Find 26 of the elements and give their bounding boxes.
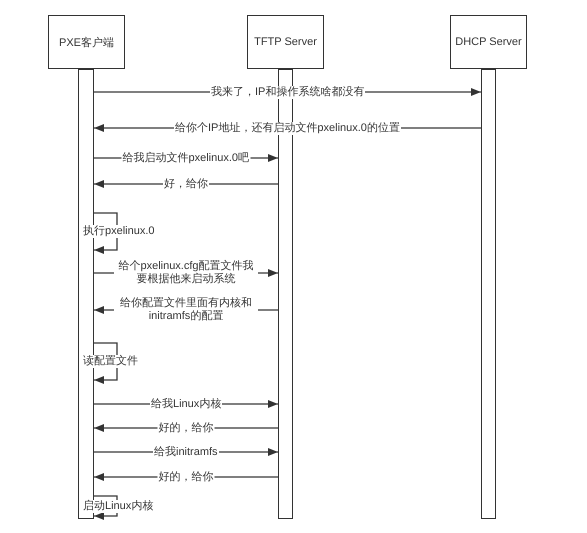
message-arrow bbox=[93, 473, 279, 481]
message-label: 执行pxelinux.0 bbox=[83, 225, 155, 238]
message-arrow bbox=[93, 124, 482, 132]
message-arrow bbox=[93, 306, 279, 314]
participant-box: PXE客户端 bbox=[48, 15, 125, 69]
participant-box: DHCP Server bbox=[450, 15, 527, 69]
message-arrow bbox=[93, 400, 279, 408]
message-label: 好的，给你 bbox=[158, 470, 214, 484]
message-label: 给我启动文件pxelinux.0吧 bbox=[122, 152, 250, 164]
message-arrow bbox=[93, 448, 279, 456]
participant-box: TFTP Server bbox=[247, 15, 324, 69]
message-label: 给我initramfs bbox=[154, 446, 218, 458]
message-label: 好的，给你 bbox=[158, 422, 214, 434]
lifeline-bar bbox=[481, 69, 496, 519]
message-arrow bbox=[93, 424, 279, 432]
message-label: 我来了，IP和操作系统啥都没有 bbox=[211, 86, 364, 98]
message-arrow bbox=[93, 269, 279, 277]
message-label: 读配置文件 bbox=[83, 355, 138, 368]
message-arrow bbox=[93, 180, 279, 188]
message-label: 给你个IP地址，还有启动文件pxelinux.0的位置 bbox=[175, 122, 400, 134]
message-label: 给我Linux内核 bbox=[151, 398, 222, 410]
lifeline-bar bbox=[78, 69, 94, 519]
message-arrow bbox=[93, 154, 279, 162]
message-label: 启动Linux内核 bbox=[83, 500, 154, 512]
message-arrow bbox=[93, 88, 482, 96]
message-label: 好，给你 bbox=[164, 178, 208, 190]
